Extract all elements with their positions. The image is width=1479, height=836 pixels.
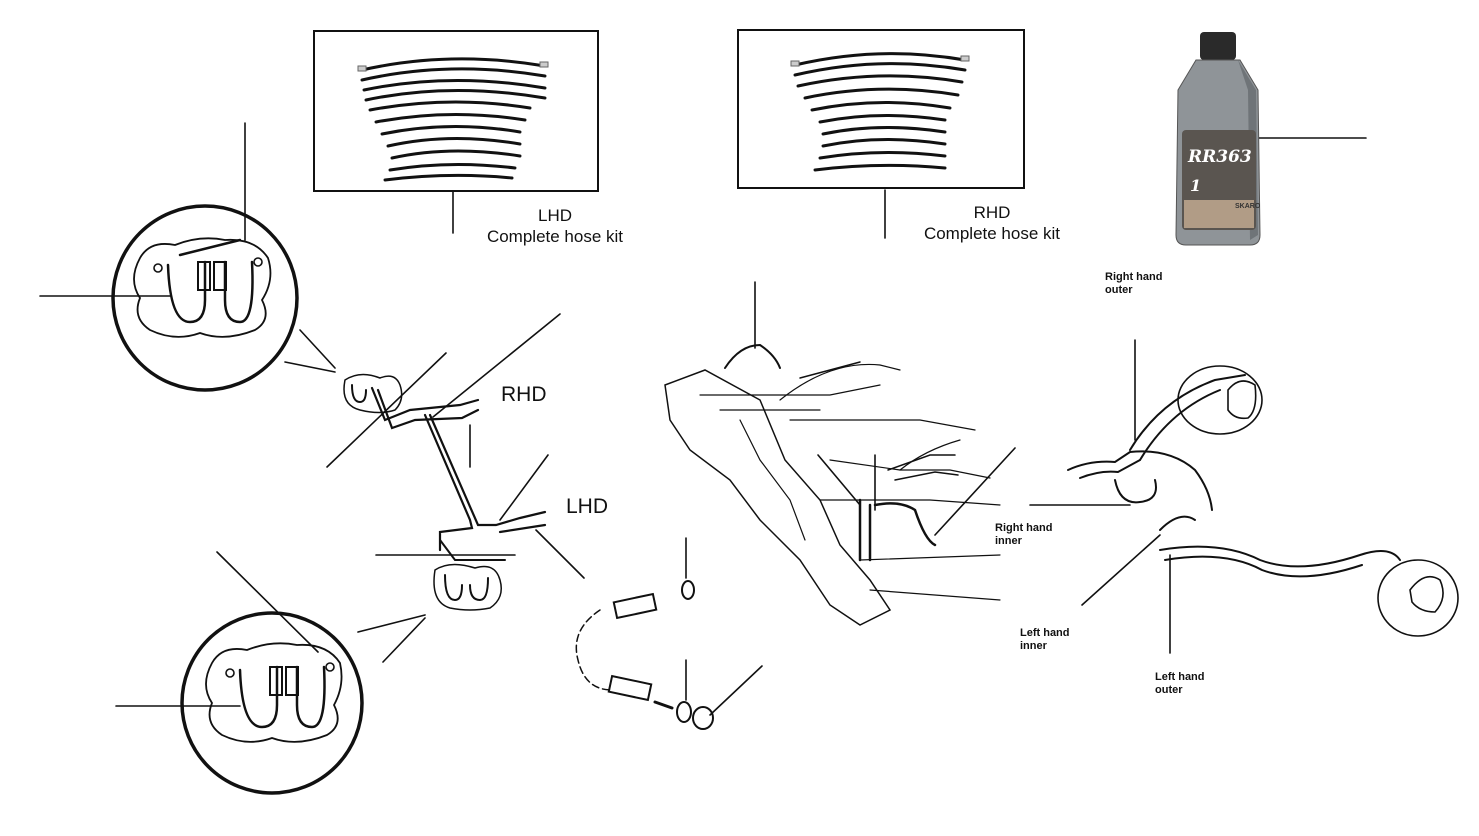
lhd-tag: LHD xyxy=(566,495,609,518)
lower-zoom-pointer-a xyxy=(357,614,426,633)
front-pipe-leader-b xyxy=(432,313,561,418)
chassis-leader-a xyxy=(817,454,861,506)
bottle-brand: RR363 xyxy=(1188,147,1252,167)
right-hand-inner-label: Right hand inner xyxy=(995,522,1053,548)
front-pipe-leader-a xyxy=(326,352,447,468)
lhd-kit-subtitle: Complete hose kit xyxy=(486,227,624,247)
rhd-kit-label: RHD Complete hose kit xyxy=(906,202,1078,245)
chassis-leader-c xyxy=(934,447,1016,536)
upper-zoom-pointer-b xyxy=(299,329,336,369)
bottle-size: 1 xyxy=(1190,176,1202,195)
upper-zoom-circle xyxy=(111,204,299,392)
lhd-tag-leader-b xyxy=(535,529,585,579)
lhd-hose-kit-box xyxy=(313,30,599,192)
left-hand-inner-label: Left hand inner xyxy=(1020,627,1070,653)
lhd-kit-title: LHD xyxy=(537,206,572,225)
left-inner-leader xyxy=(1081,534,1161,606)
lhd-kit-label: LHD Complete hose kit xyxy=(470,205,640,248)
right-hand-outer-label: Right hand outer xyxy=(1105,271,1163,297)
left-hand-outer-label: Left hand outer xyxy=(1155,671,1205,697)
rhd-tag: RHD xyxy=(501,383,547,406)
bottle-maker: SKARO xyxy=(1235,203,1261,210)
rhd-kit-subtitle: Complete hose kit xyxy=(923,224,1061,244)
upper-zoom-pointer-a xyxy=(284,361,336,373)
rear-axle-drawing xyxy=(1067,365,1459,637)
lower-zoom-circle xyxy=(180,611,364,795)
chassis-drawing xyxy=(664,343,1001,626)
front-pipe-assembly xyxy=(343,373,547,611)
nut-leader xyxy=(709,665,763,716)
brake-fluid-bottle-image xyxy=(1175,32,1261,246)
lower-circle-leader-top xyxy=(216,551,319,653)
flexible-hose-detail xyxy=(575,580,714,730)
rhd-hose-kit-box xyxy=(737,29,1025,189)
rhd-kit-title: RHD xyxy=(973,203,1011,222)
lhd-tag-leader-a xyxy=(499,454,549,521)
lower-zoom-pointer-b xyxy=(382,617,426,663)
